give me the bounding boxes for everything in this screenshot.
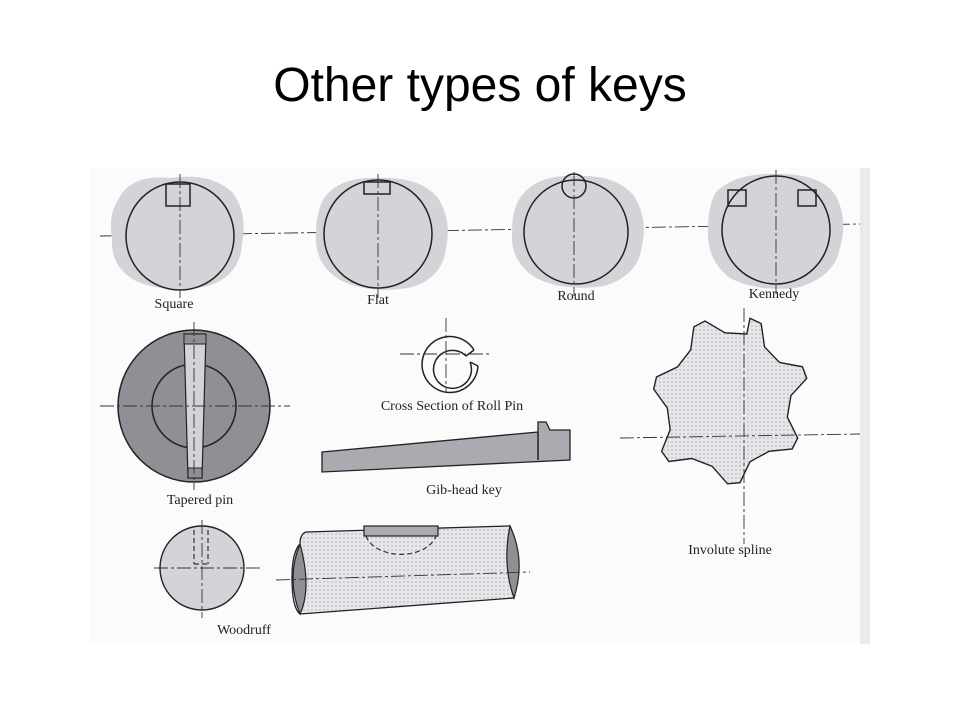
label-square: Square <box>155 297 194 312</box>
woodruff-key-drawing <box>154 520 262 618</box>
slide-title: Other types of keys <box>273 59 687 112</box>
roll-pin-drawing <box>400 318 490 394</box>
keys-figure: Square Flat Round Kennedy Tapered pin <box>90 168 870 644</box>
label-round: Round <box>557 289 594 304</box>
tapered-pin-drawing <box>100 322 290 490</box>
label-kennedy: Kennedy <box>749 287 800 302</box>
square-key-drawing <box>110 174 244 298</box>
involute-spline-drawing <box>619 308 861 544</box>
gib-head-key-drawing <box>321 421 571 473</box>
label-involute-spline: Involute spline <box>688 543 772 558</box>
label-woodruff: Woodruff <box>217 623 271 638</box>
label-roll-pin: Cross Section of Roll Pin <box>381 399 523 414</box>
round-key-drawing <box>511 172 644 296</box>
keys-diagram: Square Flat Round Kennedy Tapered pin <box>99 168 870 644</box>
kennedy-key-drawing <box>707 170 844 294</box>
flat-key-drawing <box>315 174 448 298</box>
label-gib-head: Gib-head key <box>426 483 502 498</box>
woodruff-shaft-drawing <box>275 524 531 616</box>
label-tapered-pin: Tapered pin <box>167 493 233 508</box>
scan-edge <box>860 168 870 644</box>
label-flat: Flat <box>367 293 389 308</box>
